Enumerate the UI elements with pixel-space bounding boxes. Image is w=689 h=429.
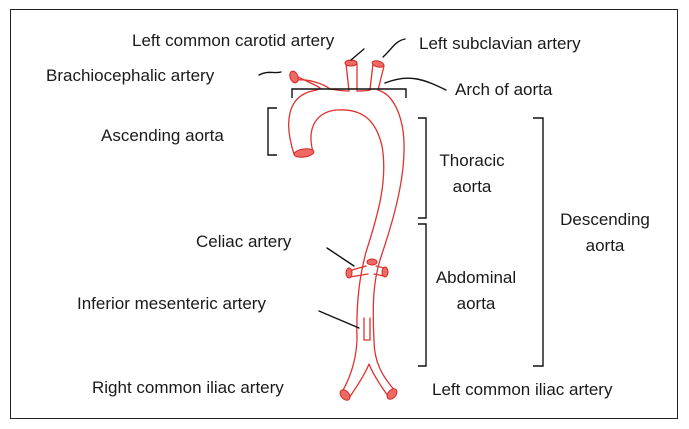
- brackets: [268, 89, 543, 366]
- leader-left-subclavian: [383, 39, 405, 57]
- leader-left-common-carotid: [351, 49, 364, 60]
- label-right-common-iliac-artery: Right common iliac artery: [92, 378, 284, 398]
- label-ascending-aorta: Ascending aorta: [101, 126, 224, 146]
- leader-brachiocephalic: [259, 72, 281, 75]
- leader-lines: [259, 39, 446, 328]
- bracket-descending: [533, 118, 543, 366]
- label-descending-aorta-line1: Descending: [550, 210, 660, 230]
- label-descending-aorta-line2: aorta: [550, 236, 660, 256]
- label-inferior-mesenteric-artery: Inferior mesenteric artery: [77, 294, 266, 314]
- label-brachiocephalic: Brachiocephalic artery: [46, 66, 214, 86]
- bracket-thoracic: [418, 118, 426, 218]
- label-celiac-artery: Celiac artery: [196, 232, 291, 252]
- label-arch-of-aorta: Arch of aorta: [455, 80, 552, 100]
- label-thoracic-aorta-line1: Thoracic: [430, 151, 514, 171]
- label-abdominal-aorta-line2: aorta: [428, 294, 524, 314]
- label-thoracic-aorta-line2: aorta: [430, 177, 514, 197]
- leader-celiac: [327, 248, 354, 266]
- label-abdominal-aorta-line1: Abdominal: [428, 268, 524, 288]
- label-left-common-carotid: Left common carotid artery: [132, 31, 334, 51]
- label-left-subclavian: Left subclavian artery: [419, 34, 581, 54]
- label-left-common-iliac-artery: Left common iliac artery: [432, 380, 612, 400]
- bracket-abdominal: [418, 224, 426, 366]
- leader-inferior-mesenteric: [319, 311, 359, 328]
- leader-arch: [385, 78, 446, 90]
- aorta-vessel: [288, 60, 404, 403]
- bracket-ascending: [268, 108, 277, 155]
